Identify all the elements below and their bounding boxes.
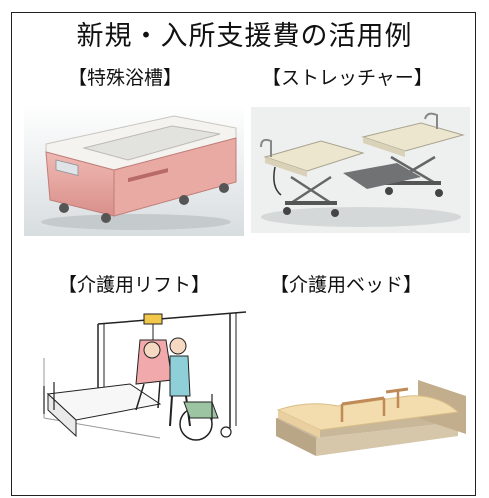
stretcher-icon [251, 107, 470, 233]
care-bed-icon [268, 360, 473, 460]
label-special-bathtub: 【特殊浴槽】 [68, 67, 183, 89]
label-care-lift: 【介護用リフト】 [58, 274, 211, 296]
page-title: 新規・入所支援費の活用例 [76, 21, 413, 52]
label-care-bed: 【介護用ベッド】 [270, 274, 423, 296]
care-lift-icon [40, 298, 250, 448]
label-stretcher: 【ストレッチャー】 [262, 67, 433, 89]
special-bathtub-icon [24, 104, 244, 236]
